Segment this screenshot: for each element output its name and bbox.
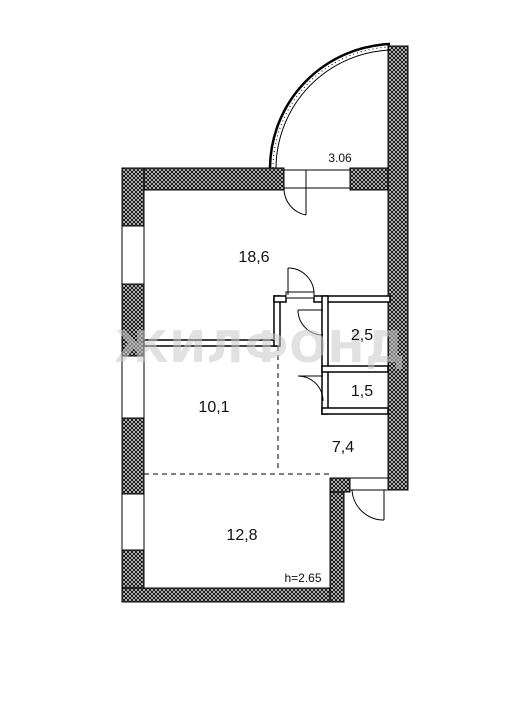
dashed-boundaries: [144, 346, 330, 475]
kitchen-area: 12,8: [226, 527, 257, 544]
toilet-area: 1,5: [351, 383, 373, 400]
windows: [121, 225, 145, 551]
labels: 3.06 18,6 10,1 7,4 12,8 2,5 1,5 h=2.65: [198, 151, 373, 585]
hallway-area: 7,4: [332, 439, 354, 456]
bathroom-area: 2,5: [351, 327, 373, 344]
balcony-length-label: 3.06: [328, 151, 352, 165]
walls: [121, 45, 409, 603]
room-medium-area: 10,1: [198, 399, 229, 416]
balcony-door: [283, 169, 351, 216]
doors: [285, 267, 389, 521]
balcony: [268, 42, 391, 169]
watermark: ЖИЛФОНД: [114, 322, 405, 373]
ceiling-height-label: h=2.65: [284, 571, 321, 585]
partitions: [143, 295, 391, 415]
room-large-area: 18,6: [238, 249, 269, 266]
